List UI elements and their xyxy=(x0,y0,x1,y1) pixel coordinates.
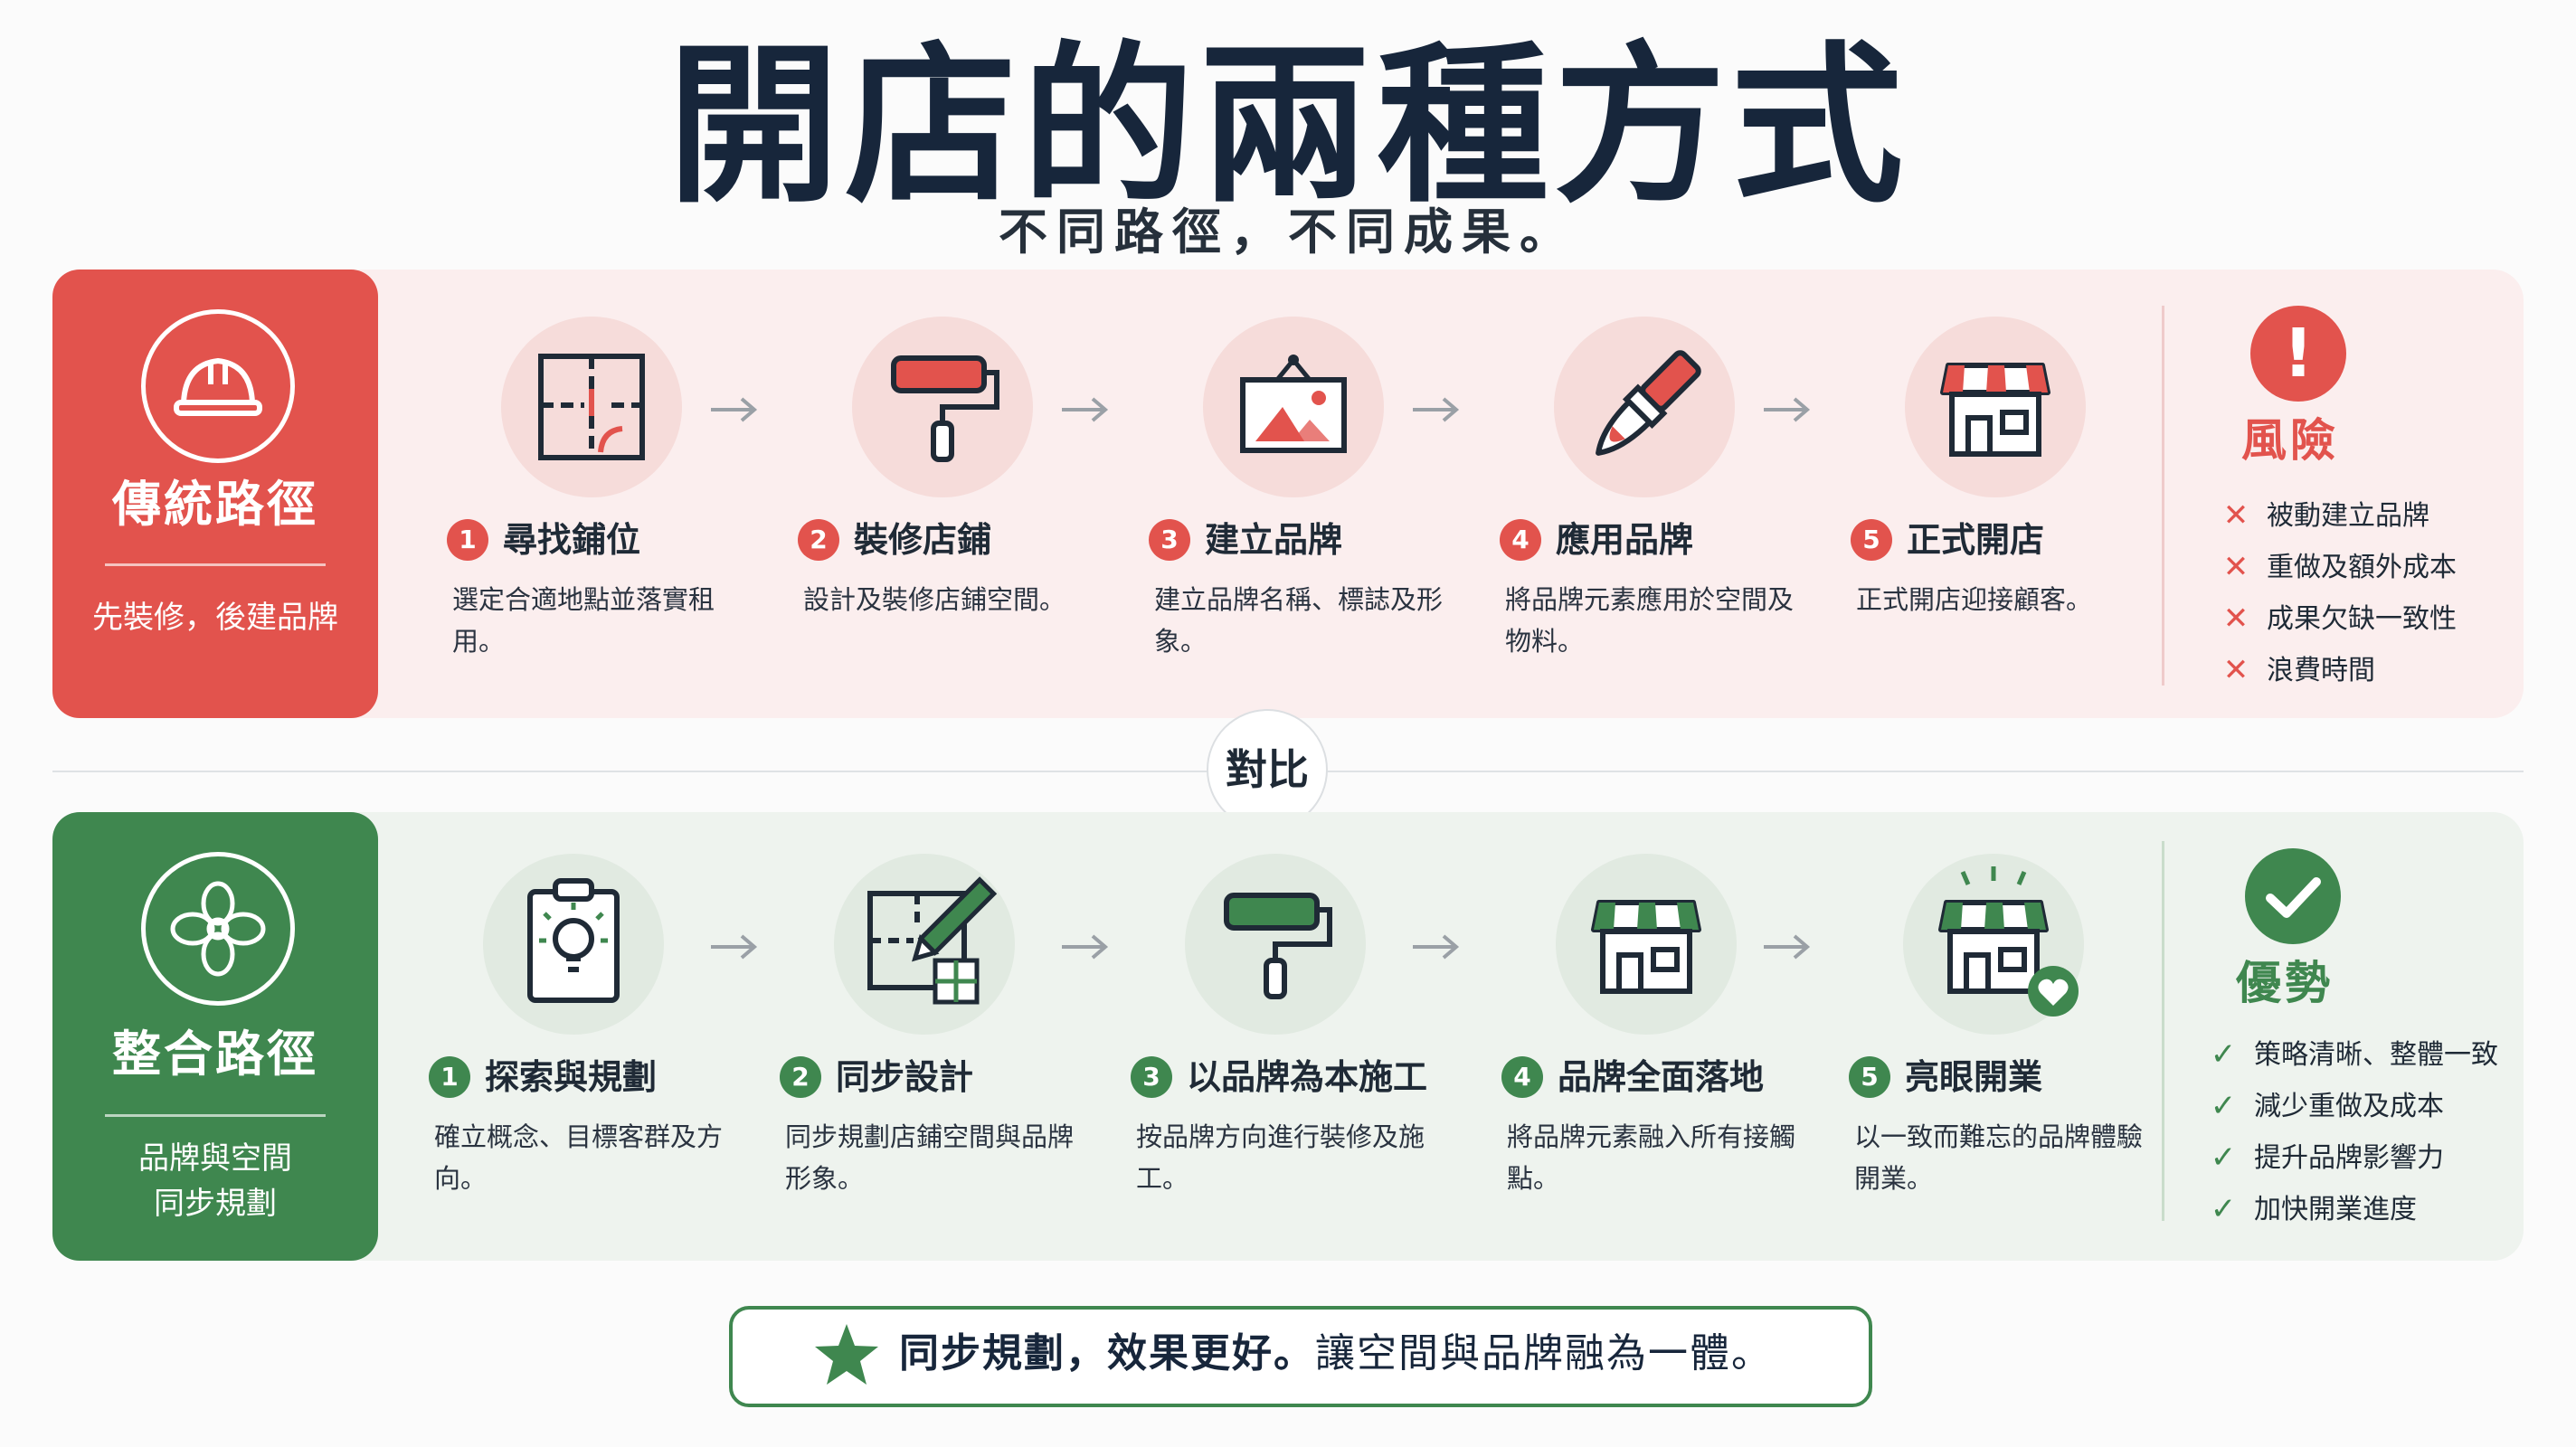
step-title: 正式開店 xyxy=(1907,520,2045,560)
advantage-item: ✓策略清晰、整體一致 xyxy=(2205,1029,2498,1081)
step-title: 應用品牌 xyxy=(1556,520,1694,560)
arrow-right-icon xyxy=(1062,397,1109,422)
step-description: 將品牌元素應用於空間及物料。 xyxy=(1505,584,1795,657)
cross-icon: ✕ xyxy=(2222,497,2249,534)
arrow-right-icon xyxy=(1413,397,1460,422)
page-subtitle: 不同路徑，不同成果。 xyxy=(999,203,1577,260)
step-description: 設計及裝修店鋪空間。 xyxy=(803,584,1066,615)
verdict-divider xyxy=(2162,841,2164,1221)
step-description: 以一致而難忘的品牌體驗開業。 xyxy=(1854,1121,2144,1194)
step-title: 探索與規劃 xyxy=(485,1057,658,1097)
paint-roller-icon xyxy=(1185,854,1366,1035)
step-number: 3 xyxy=(1149,519,1190,561)
footer-bold-text: 同步規劃，效果更好。 xyxy=(899,1330,1315,1376)
paint-brush-icon xyxy=(1554,317,1735,497)
flower-icon xyxy=(141,852,295,1006)
cross-icon: ✕ xyxy=(2222,549,2249,585)
check-icon: ✓ xyxy=(2210,1140,2237,1176)
arrow-right-icon xyxy=(1764,397,1811,422)
risk-item: ✕浪費時間 xyxy=(2218,645,2457,696)
traditional-path-card: 傳統路徑 先裝修，後建品牌 xyxy=(52,270,378,718)
integrated-path-subtitle: 品牌與空間 同步規劃 xyxy=(138,1140,292,1222)
check-circle-icon xyxy=(2245,848,2341,944)
verdict-divider xyxy=(2162,306,2164,686)
arrow-right-icon xyxy=(711,397,758,422)
step-description: 同步規劃店鋪空間與品牌形象。 xyxy=(785,1121,1075,1194)
advantage-item: ✓加快開業進度 xyxy=(2205,1184,2498,1235)
check-icon: ✓ xyxy=(2210,1191,2237,1227)
risk-item: ✕被動建立品牌 xyxy=(2218,490,2457,542)
arrow-right-icon xyxy=(1413,934,1460,960)
step-number: 5 xyxy=(1849,1056,1890,1098)
exclamation-icon: ! xyxy=(2250,306,2346,402)
step-title: 同步設計 xyxy=(836,1057,974,1097)
footer-callout xyxy=(729,1306,1872,1407)
storefront-heart-icon xyxy=(1903,854,2084,1035)
divider xyxy=(105,563,326,566)
check-icon: ✓ xyxy=(2210,1036,2237,1073)
risk-title: 風險 xyxy=(2241,414,2339,467)
step-title: 建立品牌 xyxy=(1205,520,1343,560)
star-icon xyxy=(815,1324,878,1385)
floor-plan-icon xyxy=(501,317,682,497)
integrated-path-title: 整合路徑 xyxy=(112,1026,318,1083)
risk-item: ✕成果欠缺一致性 xyxy=(2218,593,2457,645)
step-description: 建立品牌名稱、標誌及形象。 xyxy=(1154,584,1444,657)
cross-icon: ✕ xyxy=(2222,601,2249,637)
advantage-title: 優勢 xyxy=(2236,957,2334,1009)
check-icon: ✓ xyxy=(2210,1088,2237,1124)
sign-frame-icon xyxy=(1203,317,1384,497)
advantage-list: ✓策略清晰、整體一致 ✓減少重做及成本 ✓提升品牌影響力 ✓加快開業進度 xyxy=(2205,1029,2498,1235)
footer-rest-text: 讓空間與品牌融為一體。 xyxy=(1315,1330,1773,1376)
step-number: 5 xyxy=(1851,519,1892,561)
arrow-right-icon xyxy=(711,934,758,960)
divider xyxy=(105,1114,326,1117)
plan-pencil-icon xyxy=(834,854,1015,1035)
step-number: 1 xyxy=(447,519,488,561)
step-description: 確立概念、目標客群及方向。 xyxy=(434,1121,724,1194)
step-description: 正式開店迎接顧客。 xyxy=(1856,584,2093,615)
risk-item: ✕重做及額外成本 xyxy=(2218,542,2457,593)
step-number: 1 xyxy=(429,1056,470,1098)
step-description: 將品牌元素融入所有接觸點。 xyxy=(1507,1121,1796,1194)
step-description: 選定合適地點並落實租用。 xyxy=(452,584,715,657)
risk-list: ✕被動建立品牌 ✕重做及額外成本 ✕成果欠缺一致性 ✕浪費時間 xyxy=(2218,490,2457,696)
step-description: 按品牌方向進行裝修及施工。 xyxy=(1136,1121,1425,1194)
footer-text: 同步規劃，效果更好。讓空間與品牌融為一體。 xyxy=(899,1322,1773,1386)
page-title: 開店的兩種方式 xyxy=(667,26,1908,226)
step-number: 2 xyxy=(798,519,839,561)
step-number: 2 xyxy=(780,1056,821,1098)
step-number: 4 xyxy=(1501,1056,1543,1098)
cross-icon: ✕ xyxy=(2222,652,2249,688)
step-title: 亮眼開業 xyxy=(1905,1057,2043,1097)
advantage-item: ✓減少重做及成本 xyxy=(2205,1081,2498,1132)
traditional-path-title: 傳統路徑 xyxy=(112,476,318,533)
step-title: 品牌全面落地 xyxy=(1558,1057,1765,1097)
step-number: 3 xyxy=(1131,1056,1172,1098)
arrow-right-icon xyxy=(1764,934,1811,960)
step-title: 以品牌為本施工 xyxy=(1187,1057,1428,1097)
traditional-path-subtitle: 先裝修，後建品牌 xyxy=(92,600,338,636)
step-title: 裝修店鋪 xyxy=(854,520,992,560)
advantage-item: ✓提升品牌影響力 xyxy=(2205,1132,2498,1184)
step-title: 尋找鋪位 xyxy=(503,520,641,560)
storefront-icon xyxy=(1556,854,1737,1035)
storefront-icon xyxy=(1905,317,2086,497)
arrow-right-icon xyxy=(1062,934,1109,960)
paint-roller-icon xyxy=(852,317,1033,497)
step-number: 4 xyxy=(1500,519,1541,561)
hard-hat-icon xyxy=(141,309,295,463)
clipboard-bulb-icon xyxy=(483,854,664,1035)
integrated-path-card: 整合路徑 品牌與空間 同步規劃 xyxy=(52,812,378,1261)
vs-badge: 對比 xyxy=(1207,709,1328,830)
